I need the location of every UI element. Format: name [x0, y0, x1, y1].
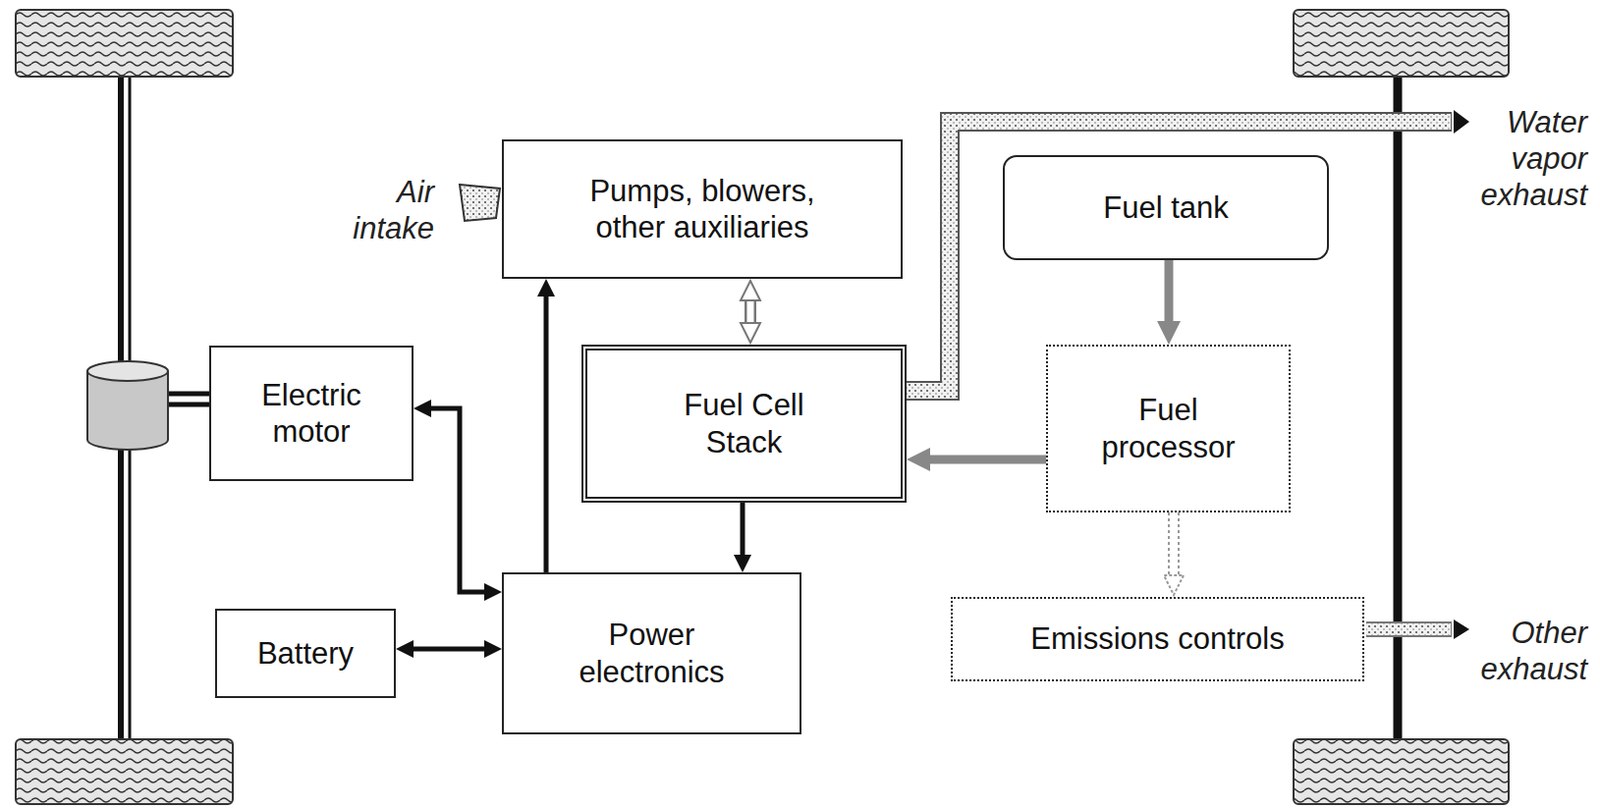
node-label: Power electronics: [553, 616, 751, 690]
connector-line: [744, 300, 757, 324]
connector-head: [1168, 260, 1170, 322]
connector-line: [930, 455, 1047, 465]
connector-core: [747, 300, 755, 324]
connector-core: [1169, 512, 1178, 576]
connector-line: [431, 408, 485, 593]
connector-line: [740, 502, 746, 555]
node-label: Emissions controls: [1030, 620, 1284, 658]
differential: [87, 371, 168, 450]
axle: [1393, 68, 1403, 747]
power-electronics-box: Power electronics: [501, 572, 802, 735]
node-label: Pumps, blowers, other auxiliaries: [574, 172, 830, 246]
node-label: Electric motor: [222, 377, 400, 450]
auxiliaries-box: Pumps, blowers, other auxiliaries: [501, 139, 903, 279]
wheel: [1293, 9, 1509, 77]
fuel-processor-box: Fuel processor: [1046, 344, 1291, 513]
connector-arrow: [1168, 260, 1170, 322]
wheel: [15, 739, 233, 805]
connector-head: [431, 408, 485, 593]
connector-arrow: [1173, 512, 1175, 576]
drive-shaft: [165, 391, 211, 397]
node-label: Fuel Cell Stack: [661, 386, 828, 460]
drive-shaft: [165, 402, 211, 408]
connector-head: [750, 300, 752, 324]
node-label: Battery: [257, 635, 354, 672]
connector-head: [546, 296, 548, 573]
connector-head: [1173, 512, 1175, 576]
connector-line: [1164, 260, 1174, 322]
exhaust-pipe-outline: [1366, 621, 1452, 638]
connector-arrow: [750, 300, 752, 324]
air-intake-icon: [459, 184, 500, 221]
differential-top: [87, 361, 168, 382]
connector-arrow: [546, 296, 548, 573]
connector-arrow: [930, 459, 1047, 461]
connector-head: [742, 502, 744, 555]
exhaust-label: Other exhaust: [1439, 614, 1588, 688]
node-label: Fuel processor: [1075, 391, 1263, 465]
battery-box: Battery: [215, 608, 396, 699]
motor-box: Electric motor: [209, 345, 414, 482]
fuel-tank-box: Fuel tank: [1002, 155, 1329, 261]
connector-arrow: [413, 649, 485, 651]
exhaust-pipe: [1366, 623, 1451, 636]
connector-line: [413, 647, 485, 653]
exhaust-arrowhead: [1453, 619, 1470, 640]
exhaust-arrowhead: [1453, 110, 1470, 134]
connector-head: [413, 649, 485, 651]
connector-head: [930, 459, 1047, 461]
emissions-box: Emissions controls: [950, 597, 1365, 682]
node-label: Fuel tank: [1103, 189, 1229, 226]
connector-arrow: [742, 502, 744, 555]
connector-line: [544, 296, 550, 573]
connector-line: [1167, 512, 1180, 576]
exhaust-label: Air intake: [335, 173, 435, 247]
exhaust-label: Water vapor exhaust: [1439, 104, 1588, 215]
wheel: [1293, 739, 1509, 805]
connector-arrow: [431, 408, 485, 593]
fuel-cell-box: Fuel Cell Stack: [581, 344, 907, 503]
wheel: [15, 9, 233, 77]
